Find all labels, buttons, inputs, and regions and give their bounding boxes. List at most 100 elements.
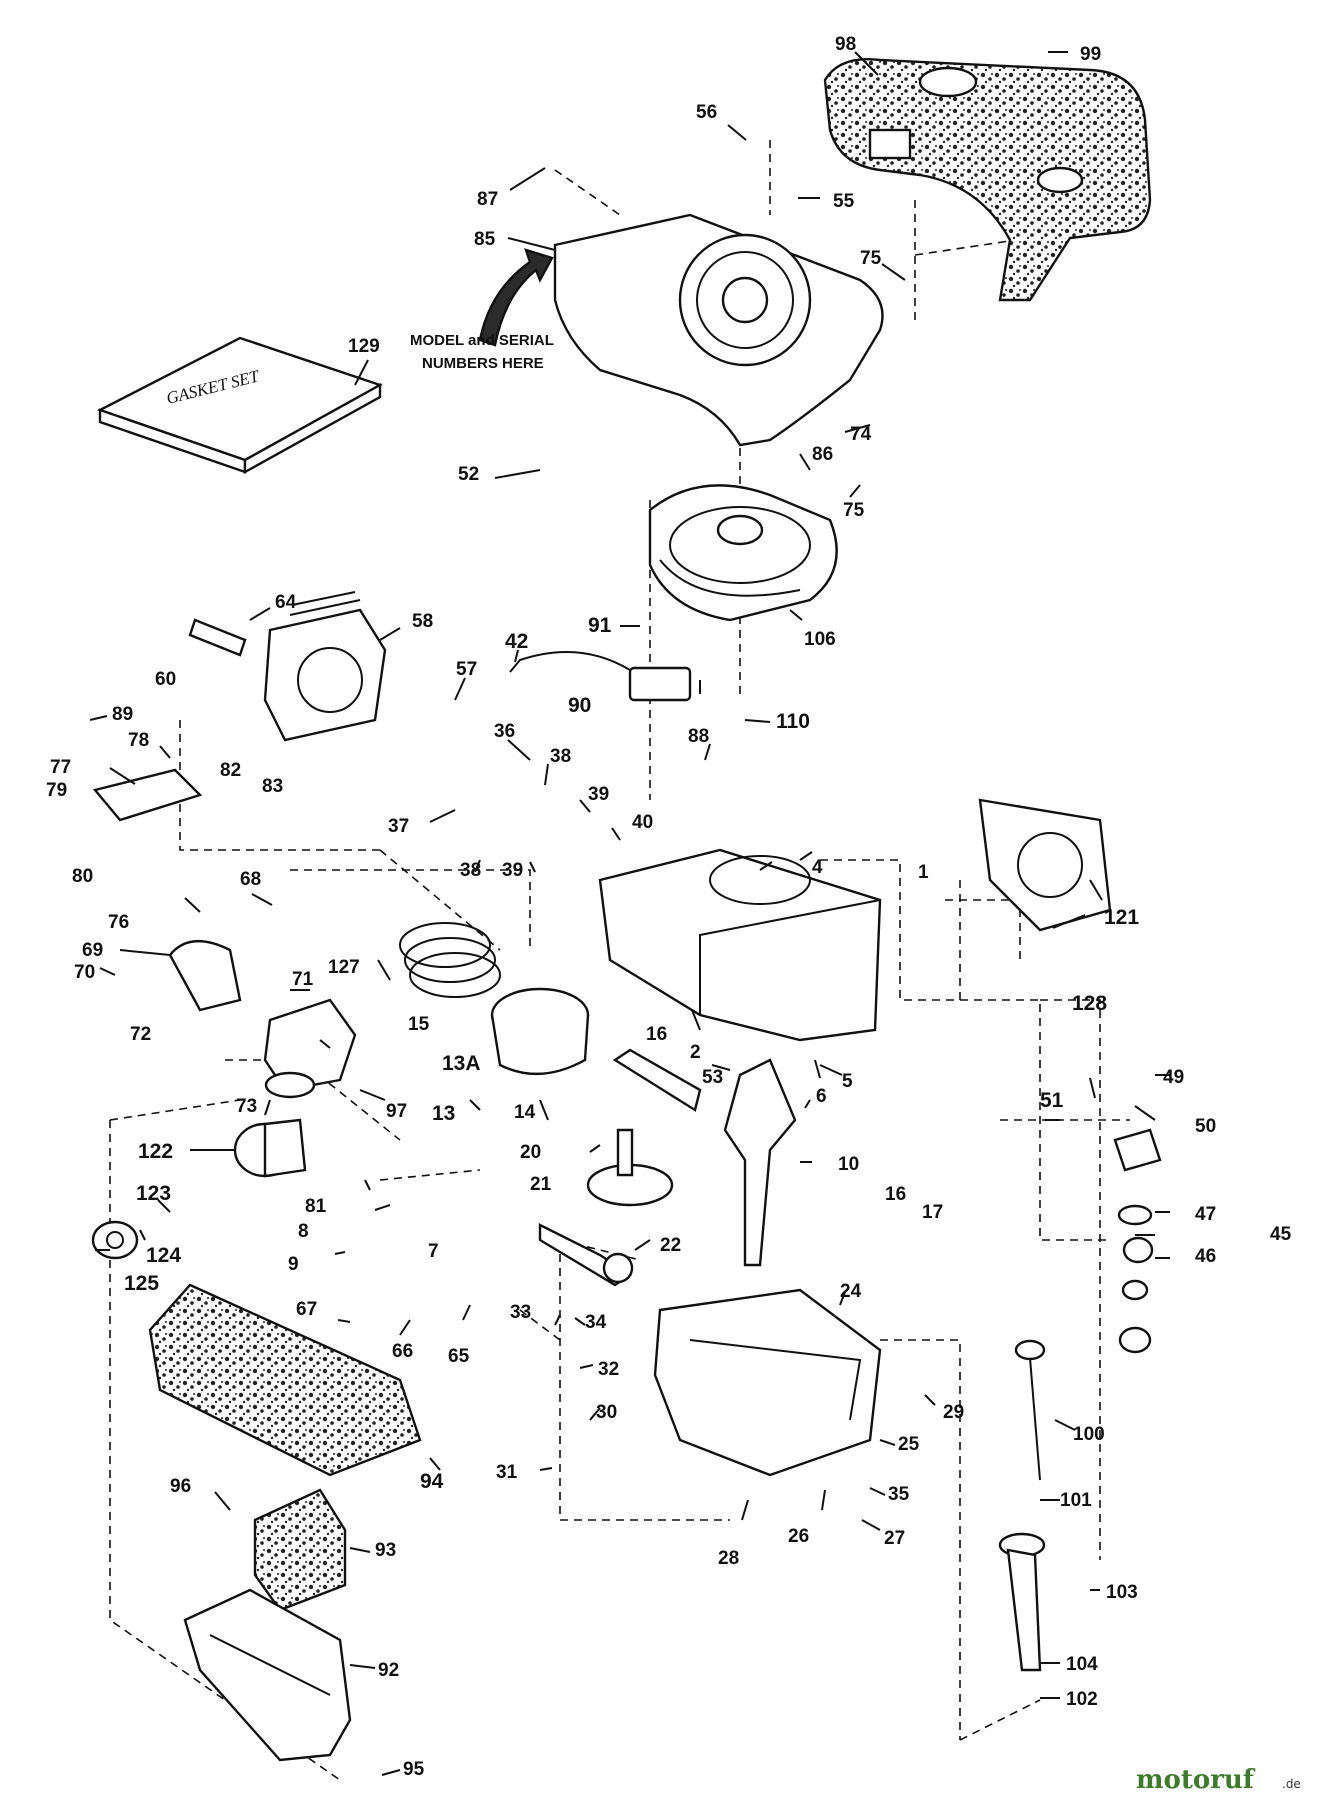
part-label: 1 [918, 862, 929, 883]
part-label: 2 [690, 1042, 701, 1063]
part-label: 80 [72, 866, 93, 887]
part-label: 106 [804, 629, 836, 650]
part-label: 45 [1270, 1224, 1292, 1245]
part-label: 5 [842, 1071, 853, 1092]
part-label: 28 [718, 1548, 739, 1569]
part-label: 34 [585, 1312, 607, 1333]
part-label: 70 [74, 962, 95, 983]
part-label: 32 [598, 1359, 619, 1380]
part-label: 68 [240, 869, 261, 890]
part-label: 89 [112, 704, 133, 725]
part-label: 16 [885, 1184, 906, 1205]
part-label: 15 [408, 1014, 430, 1035]
part-label: 56 [696, 102, 717, 123]
part-label: 90 [568, 694, 591, 717]
part-label: 87 [477, 189, 498, 210]
part-label: 31 [496, 1462, 518, 1483]
part-label: 14 [514, 1102, 536, 1123]
part-label: 60 [155, 669, 176, 690]
part-label: 64 [275, 592, 297, 613]
part-label: 67 [296, 1299, 317, 1320]
part-label: 94 [420, 1470, 444, 1493]
brand-suffix: .de [1282, 1777, 1301, 1791]
part-label: 4 [812, 857, 823, 878]
part-label: 27 [884, 1528, 905, 1549]
arrow-to-serial [478, 248, 554, 347]
part-label: 16 [646, 1024, 667, 1045]
part-label: 97 [386, 1101, 407, 1122]
serial-note-line2: NUMBERS HERE [422, 355, 544, 372]
part-label: 6 [816, 1086, 827, 1107]
governor-22 [538, 1223, 634, 1287]
part-label: 121 [1104, 906, 1139, 929]
muffler-122 [233, 1118, 307, 1178]
part-label: 38 [460, 860, 481, 881]
rewind-starter-128 [978, 798, 1112, 932]
part-label: 55 [833, 191, 855, 212]
part-label: 26 [788, 1526, 809, 1547]
part-label: 35 [888, 1484, 910, 1505]
brand-name: motoruf [1136, 1765, 1256, 1795]
part-label: 124 [146, 1244, 181, 1267]
intake-elbow-69 [168, 939, 242, 1012]
spark-plug-64 [188, 618, 247, 657]
part-label: 81 [305, 1196, 327, 1217]
part-label: 128 [1072, 992, 1107, 1015]
part-label: 65 [448, 1346, 470, 1367]
part-label: 96 [170, 1476, 191, 1497]
part-label: 7 [428, 1241, 439, 1262]
part-label: 21 [530, 1174, 552, 1195]
part-label: 25 [898, 1434, 920, 1455]
part-label: 72 [130, 1024, 151, 1045]
part-label: 100 [1073, 1424, 1105, 1445]
part-label: 51 [1040, 1089, 1064, 1112]
dipstick-100 [1014, 1339, 1046, 1481]
filter-element-93 [253, 1488, 347, 1612]
part-label: 86 [812, 444, 833, 465]
part-label: 69 [82, 940, 103, 961]
part-label: 49 [1163, 1067, 1184, 1088]
air-filter-cover-94 [148, 1283, 422, 1477]
part-label: 13 [432, 1102, 455, 1125]
part-label: 83 [262, 776, 283, 797]
part-label: 98 [835, 34, 856, 55]
part-label: 110 [776, 710, 810, 733]
crankcase-cover-24 [653, 1288, 882, 1477]
connecting-rod-16 [612, 1048, 702, 1112]
part-label: 78 [128, 730, 149, 751]
part-label: 20 [520, 1142, 541, 1163]
crankshaft-10 [723, 1058, 797, 1267]
air-cleaner-cover-98 [823, 58, 1152, 302]
part-label: 33 [510, 1302, 531, 1323]
part-label: 66 [392, 1341, 413, 1362]
piston-rings-15 [399, 922, 501, 998]
part-label: 92 [378, 1660, 399, 1681]
oil-fill-tube-104 [998, 1532, 1046, 1672]
blower-housing-85 [553, 213, 884, 447]
part-label: 38 [550, 746, 571, 767]
part-labels: 98 99 56 55 87 85 75 129 74 86 52 75 106… [46, 34, 1292, 1780]
part-label: 30 [596, 1402, 617, 1423]
part-label: 125 [124, 1272, 159, 1295]
cylinder-block-1 [598, 848, 882, 1042]
leader-lines [89, 51, 1170, 1776]
part-label: 47 [1195, 1204, 1216, 1225]
part-label: 58 [412, 611, 433, 632]
cam-gear-21 [586, 1128, 674, 1207]
part-label: 36 [494, 721, 515, 742]
part-label: 39 [502, 860, 523, 881]
part-label: 17 [922, 1202, 943, 1223]
part-label: 85 [474, 229, 496, 250]
part-label: 57 [456, 659, 477, 680]
part-label: 40 [632, 812, 653, 833]
part-label: 42 [505, 630, 528, 653]
part-label: 91 [588, 614, 612, 637]
breather-45 [1113, 1128, 1162, 1354]
part-label: 79 [46, 780, 67, 801]
part-label: 52 [458, 464, 479, 485]
part-label: 76 [108, 912, 129, 933]
part-label: 46 [1195, 1246, 1216, 1267]
part-label: 8 [298, 1221, 309, 1242]
ignition-module-90 [509, 651, 692, 702]
part-label: 75 [860, 248, 882, 269]
